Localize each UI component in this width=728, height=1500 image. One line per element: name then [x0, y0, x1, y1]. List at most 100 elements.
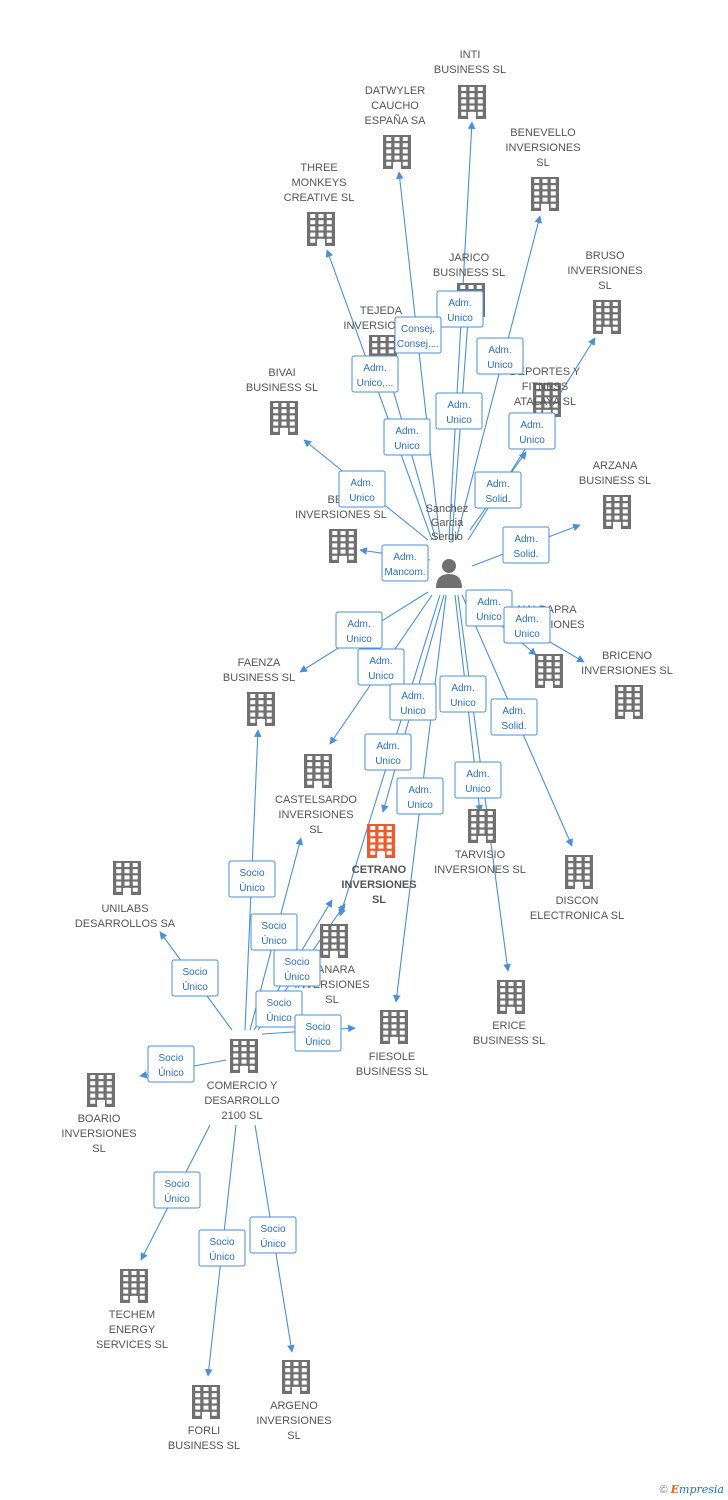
building-icon: [535, 654, 563, 688]
edge-label-sanchez-benevello[interactable]: Adm.Unico: [476, 337, 524, 375]
building-window: [554, 668, 560, 673]
building-window: [469, 93, 475, 98]
building-window: [576, 875, 582, 880]
building-window: [339, 932, 345, 937]
building-door: [545, 681, 553, 688]
edge-label-box: [335, 611, 383, 649]
building-window: [195, 1399, 201, 1404]
building-window: [380, 349, 386, 354]
building-window: [250, 694, 256, 698]
building-door: [625, 712, 633, 719]
company-name: CREATIVE SL: [284, 192, 355, 204]
edge-label-sanchez-canara[interactable]: Adm.Unico: [364, 733, 412, 771]
building-window: [380, 337, 386, 341]
company-name: INVERSIONES: [256, 1415, 331, 1427]
building-window: [323, 932, 329, 937]
company-name: SL: [536, 157, 549, 169]
building-window: [391, 1030, 397, 1035]
building-window: [348, 549, 354, 554]
person-body: [436, 574, 462, 588]
building-window: [139, 1277, 145, 1282]
edge-label-sanchez-cetrano[interactable]: Adm.Unico: [389, 683, 437, 721]
edge-label-sanchez-jarico[interactable]: Adm.Unico: [435, 392, 483, 430]
building-window: [90, 1099, 96, 1104]
edge-label-sanchez-fiesole[interactable]: Adm.Unico: [396, 777, 444, 815]
building-door: [575, 882, 583, 889]
building-icon: [120, 1269, 148, 1303]
edge-label-box: [273, 949, 321, 987]
edge-label-sanchez-tarvisio[interactable]: Adm.Unico: [439, 675, 487, 713]
building-icon: [87, 1073, 115, 1107]
edge-label-box: [255, 990, 303, 1028]
building-window: [477, 105, 483, 110]
building-window: [550, 197, 556, 202]
empresia-logo[interactable]: Empresia: [670, 1483, 724, 1496]
company-name: CASTELSARDO: [275, 794, 357, 806]
edge-label-sanchez-briceno[interactable]: Adm.Unico: [503, 606, 551, 644]
building-window: [307, 762, 313, 767]
edge-label-sanchez-datwyler[interactable]: Consej.Consej....: [394, 316, 442, 354]
edge-label-box: [454, 761, 502, 799]
edge-label-sanchez-naldapra[interactable]: Adm.Unico: [465, 589, 513, 627]
edge-label-sanchez-erice[interactable]: Adm.Unico: [454, 761, 502, 799]
edge-label-sanchez-bruso[interactable]: Adm.Unico: [508, 412, 556, 450]
building-window: [612, 302, 618, 306]
edge-label-sanchez-bivai[interactable]: Adm.Unico: [338, 470, 386, 508]
building-window: [203, 1387, 209, 1391]
building-window: [388, 337, 394, 341]
building-icon: [533, 383, 561, 417]
edge-label-sanchez-discon[interactable]: Adm.Solid.: [490, 698, 538, 736]
edge-label-text: Único: [182, 980, 208, 993]
edge-label-sanchez-faenza[interactable]: Adm.Unico: [335, 611, 383, 649]
building-window: [471, 823, 477, 828]
building-window: [310, 238, 316, 243]
edge-label-sanchez-deportes[interactable]: Adm.Solid.: [474, 471, 522, 509]
company-name: MONKEYS: [291, 177, 346, 189]
edge-label-text: Socio: [260, 1224, 285, 1235]
building-window: [618, 711, 624, 716]
edge-label-sanchez-bell[interactable]: Adm.Mancom.: [381, 544, 429, 582]
edge-label-sanchez-inti[interactable]: Adm.Unico: [436, 290, 484, 328]
building-window: [116, 875, 122, 880]
edge-label-text: Unico: [447, 313, 473, 324]
edge-label-sanchez-tejeda[interactable]: Adm.Unico: [383, 418, 431, 456]
edge-label-sanchez-threemonkeys[interactable]: Adm.Unico,...: [351, 355, 399, 393]
edge-label-sanchez-castelsardo[interactable]: Adm.Unico: [357, 648, 405, 686]
edge-label-sanchez-arzana[interactable]: Adm.Solid.: [502, 526, 550, 564]
building-window: [273, 427, 279, 432]
